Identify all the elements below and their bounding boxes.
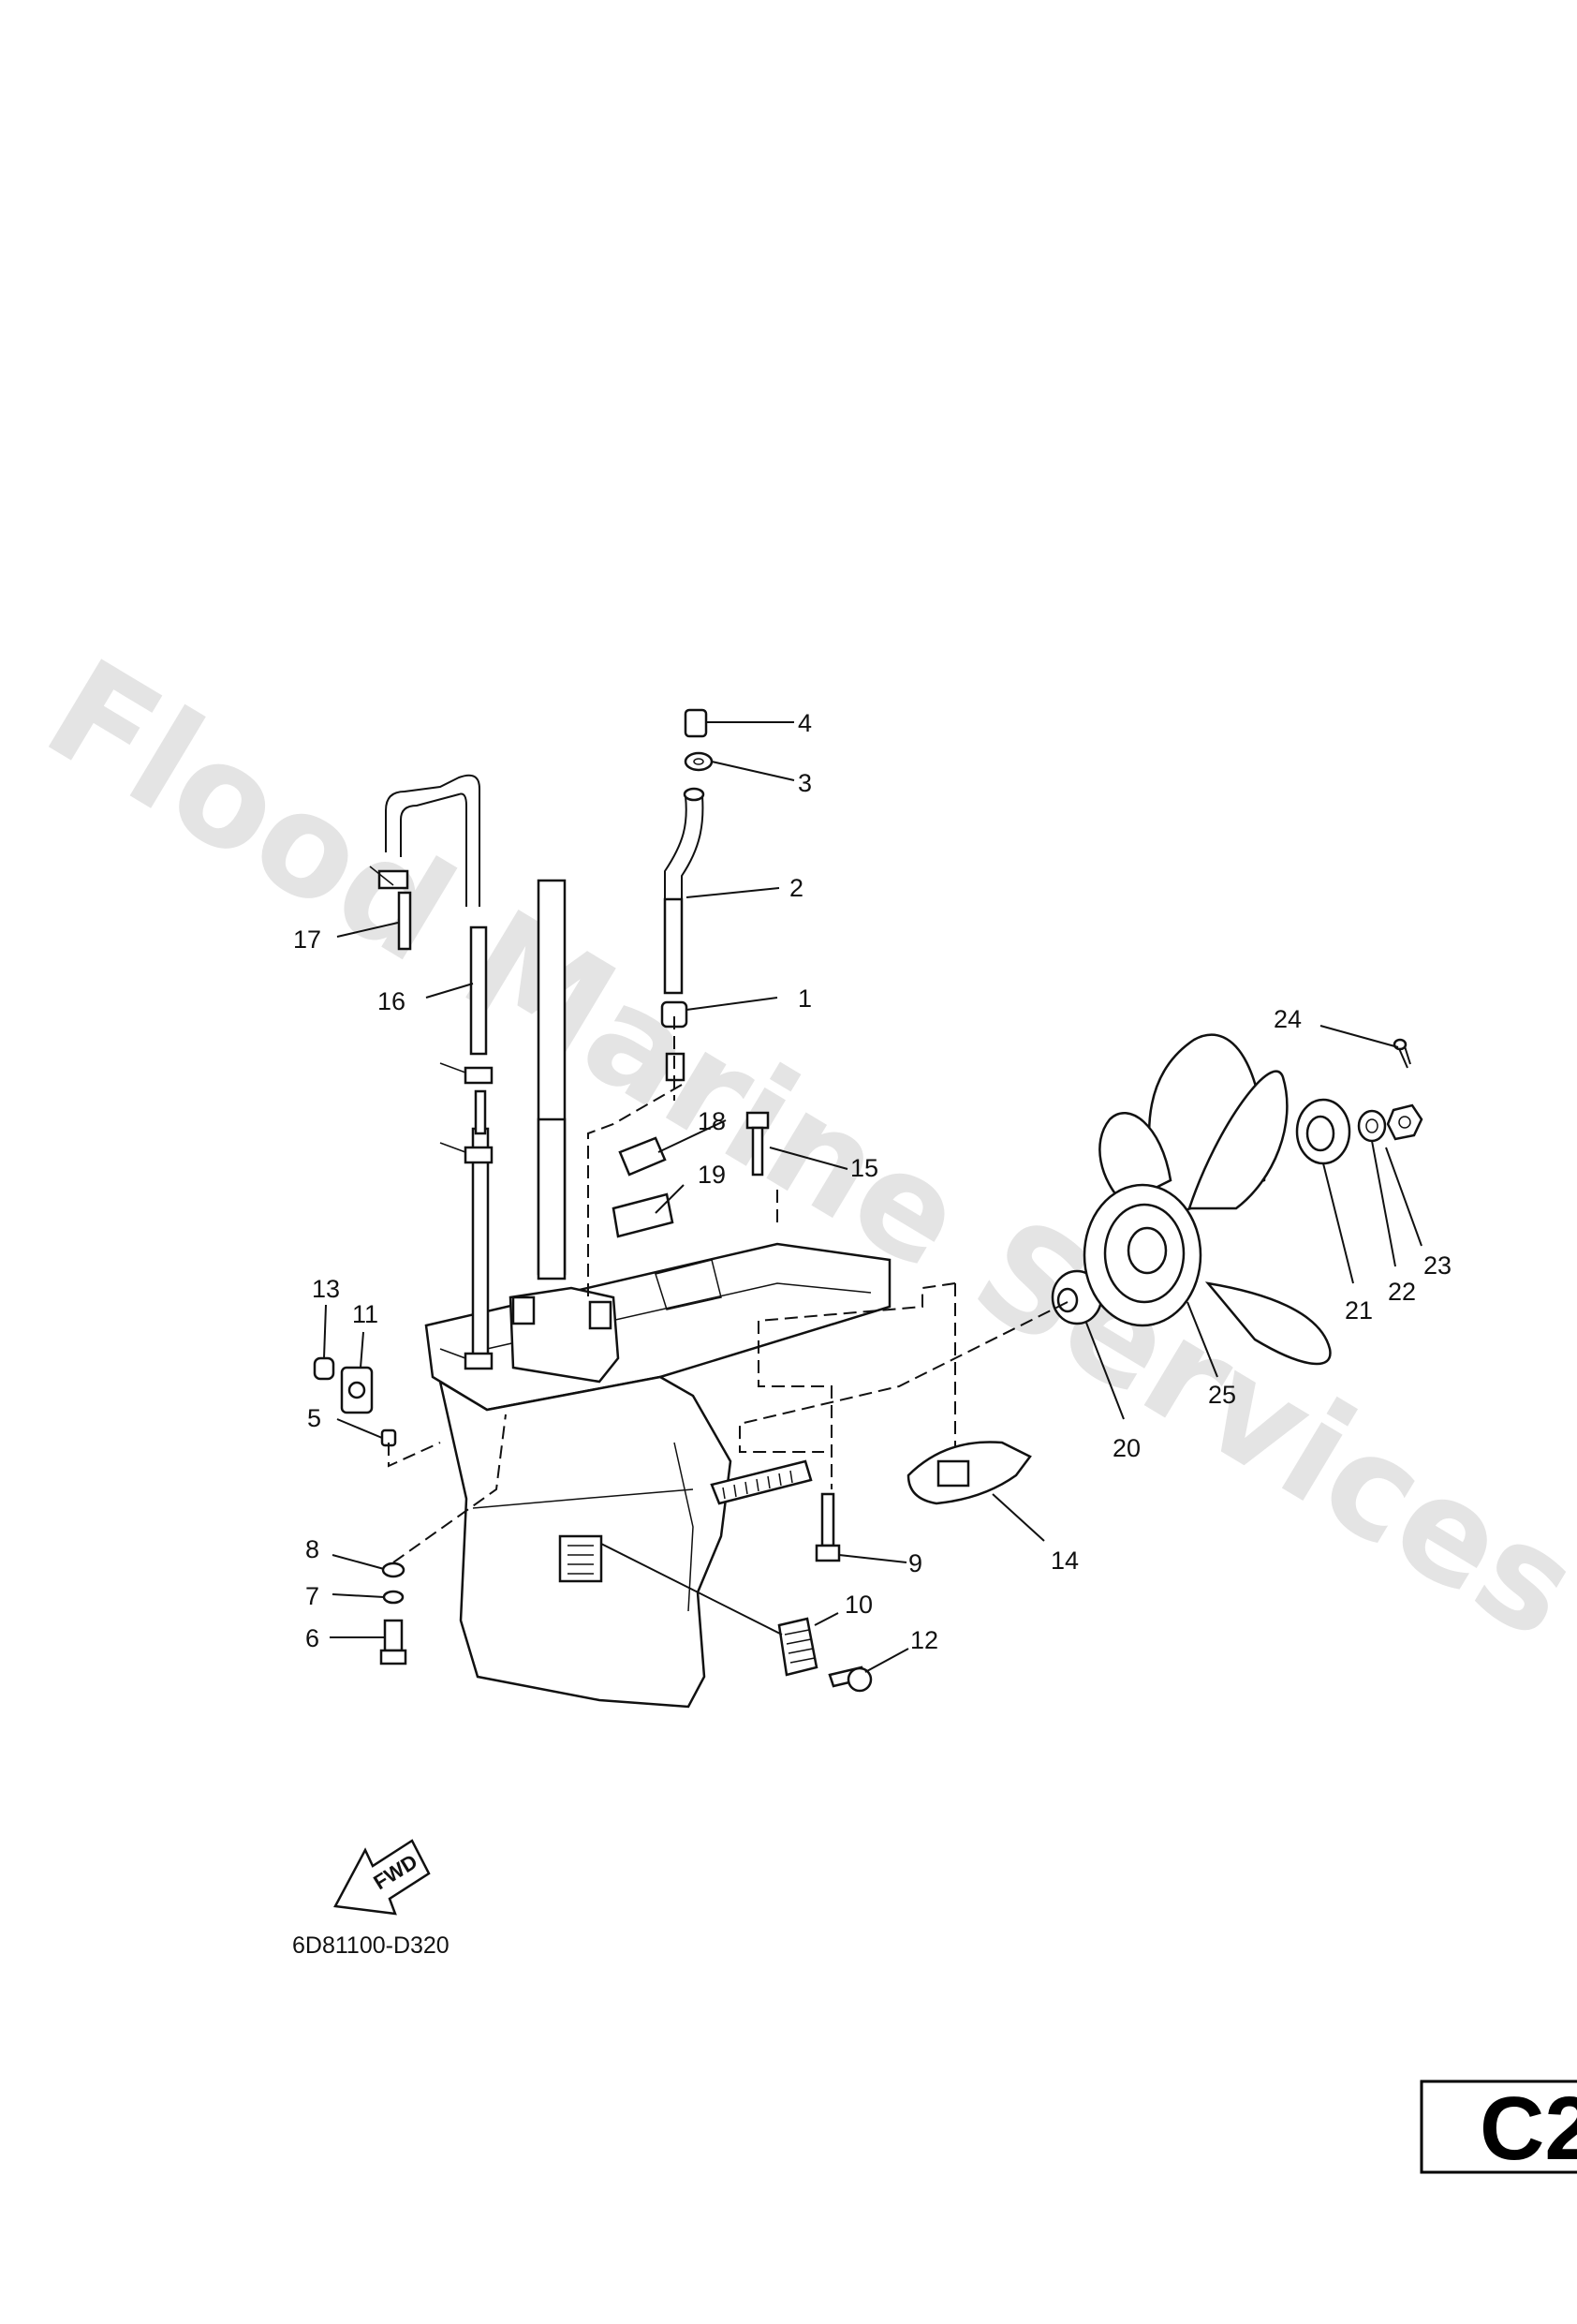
callout-14: 14 [1051, 1547, 1079, 1575]
assembly-lines [388, 1016, 1069, 1563]
callout-21: 21 [1345, 1296, 1373, 1325]
callout-19: 19 [698, 1161, 726, 1189]
callout-6: 6 [305, 1624, 319, 1652]
callout-8: 8 [305, 1535, 319, 1563]
fwd-arrow-icon: FWD [333, 1839, 431, 1916]
callout-10: 10 [845, 1591, 873, 1619]
callout-23: 23 [1423, 1251, 1452, 1280]
callout-9: 9 [908, 1549, 922, 1577]
part-shapes [313, 708, 1423, 1693]
page-id-box: C2 [1420, 2079, 1577, 2179]
callout-24: 24 [1274, 1005, 1302, 1033]
callout-25: 25 [1208, 1381, 1236, 1409]
callout-12: 12 [910, 1626, 938, 1654]
callout-11: 11 [352, 1300, 378, 1328]
callout-1: 1 [798, 984, 812, 1013]
leader-lines [323, 721, 1422, 1673]
gear-case-illustration [424, 879, 892, 1709]
callout-16: 16 [377, 987, 405, 1015]
diagram-code: 6D81100-D320 [292, 1932, 450, 1959]
callout-13: 13 [312, 1275, 340, 1303]
callout-7: 7 [305, 1582, 319, 1610]
callout-18: 18 [698, 1107, 726, 1135]
callout-3: 3 [798, 769, 812, 797]
page-id: C2 [1480, 2079, 1577, 2179]
callout-15: 15 [850, 1154, 878, 1182]
propeller [1083, 1033, 1332, 1366]
callout-2: 2 [789, 874, 803, 902]
callout-22: 22 [1388, 1278, 1416, 1306]
callout-17: 17 [293, 925, 321, 954]
callout-4: 4 [798, 709, 812, 737]
callout-5: 5 [307, 1404, 321, 1432]
callout-20: 20 [1113, 1434, 1141, 1462]
callout-numbers: 1 2 3 4 5 6 7 8 9 10 11 12 13 14 15 16 1… [293, 709, 1452, 1654]
